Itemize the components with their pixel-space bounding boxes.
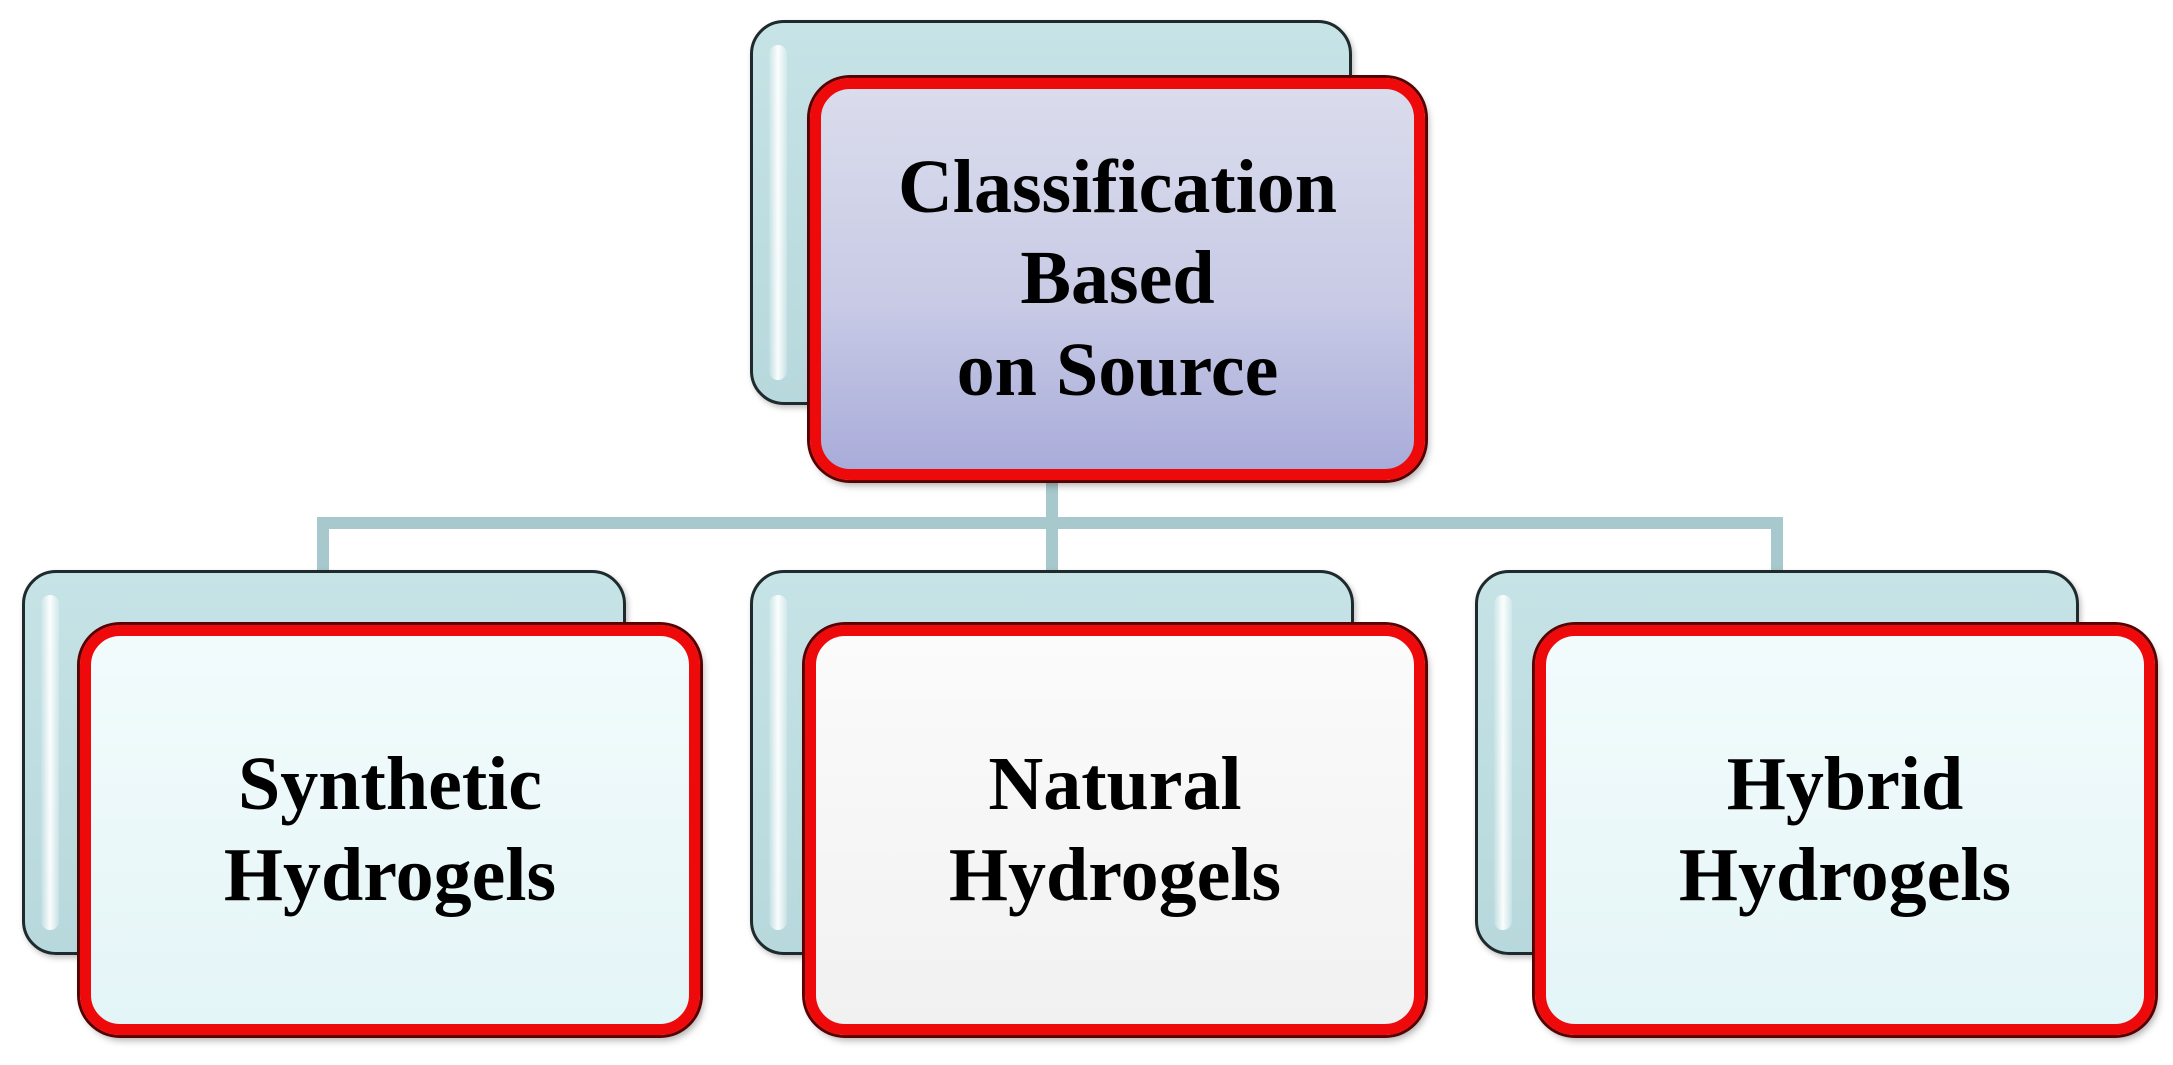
connector-horizontal — [317, 517, 1783, 529]
synthetic-hydrogels-label: Synthetic Hydrogels — [223, 741, 557, 917]
natural-hydrogels-label: Natural Hydrogels — [948, 741, 1282, 917]
hybrid-hydrogels-label: Hybrid Hydrogels — [1678, 741, 2012, 917]
hybrid-hydrogels-node: Hybrid Hydrogels — [1535, 625, 2155, 1035]
synthetic-hydrogels-node: Synthetic Hydrogels — [80, 625, 700, 1035]
natural-hydrogels-node: Natural Hydrogels — [805, 625, 1425, 1035]
connector-drop-hybrid — [1771, 517, 1783, 573]
root-node: Classification Based on Source — [810, 78, 1425, 480]
connector-drop-synthetic — [317, 517, 329, 573]
root-node-label: Classification Based on Source — [897, 145, 1338, 412]
